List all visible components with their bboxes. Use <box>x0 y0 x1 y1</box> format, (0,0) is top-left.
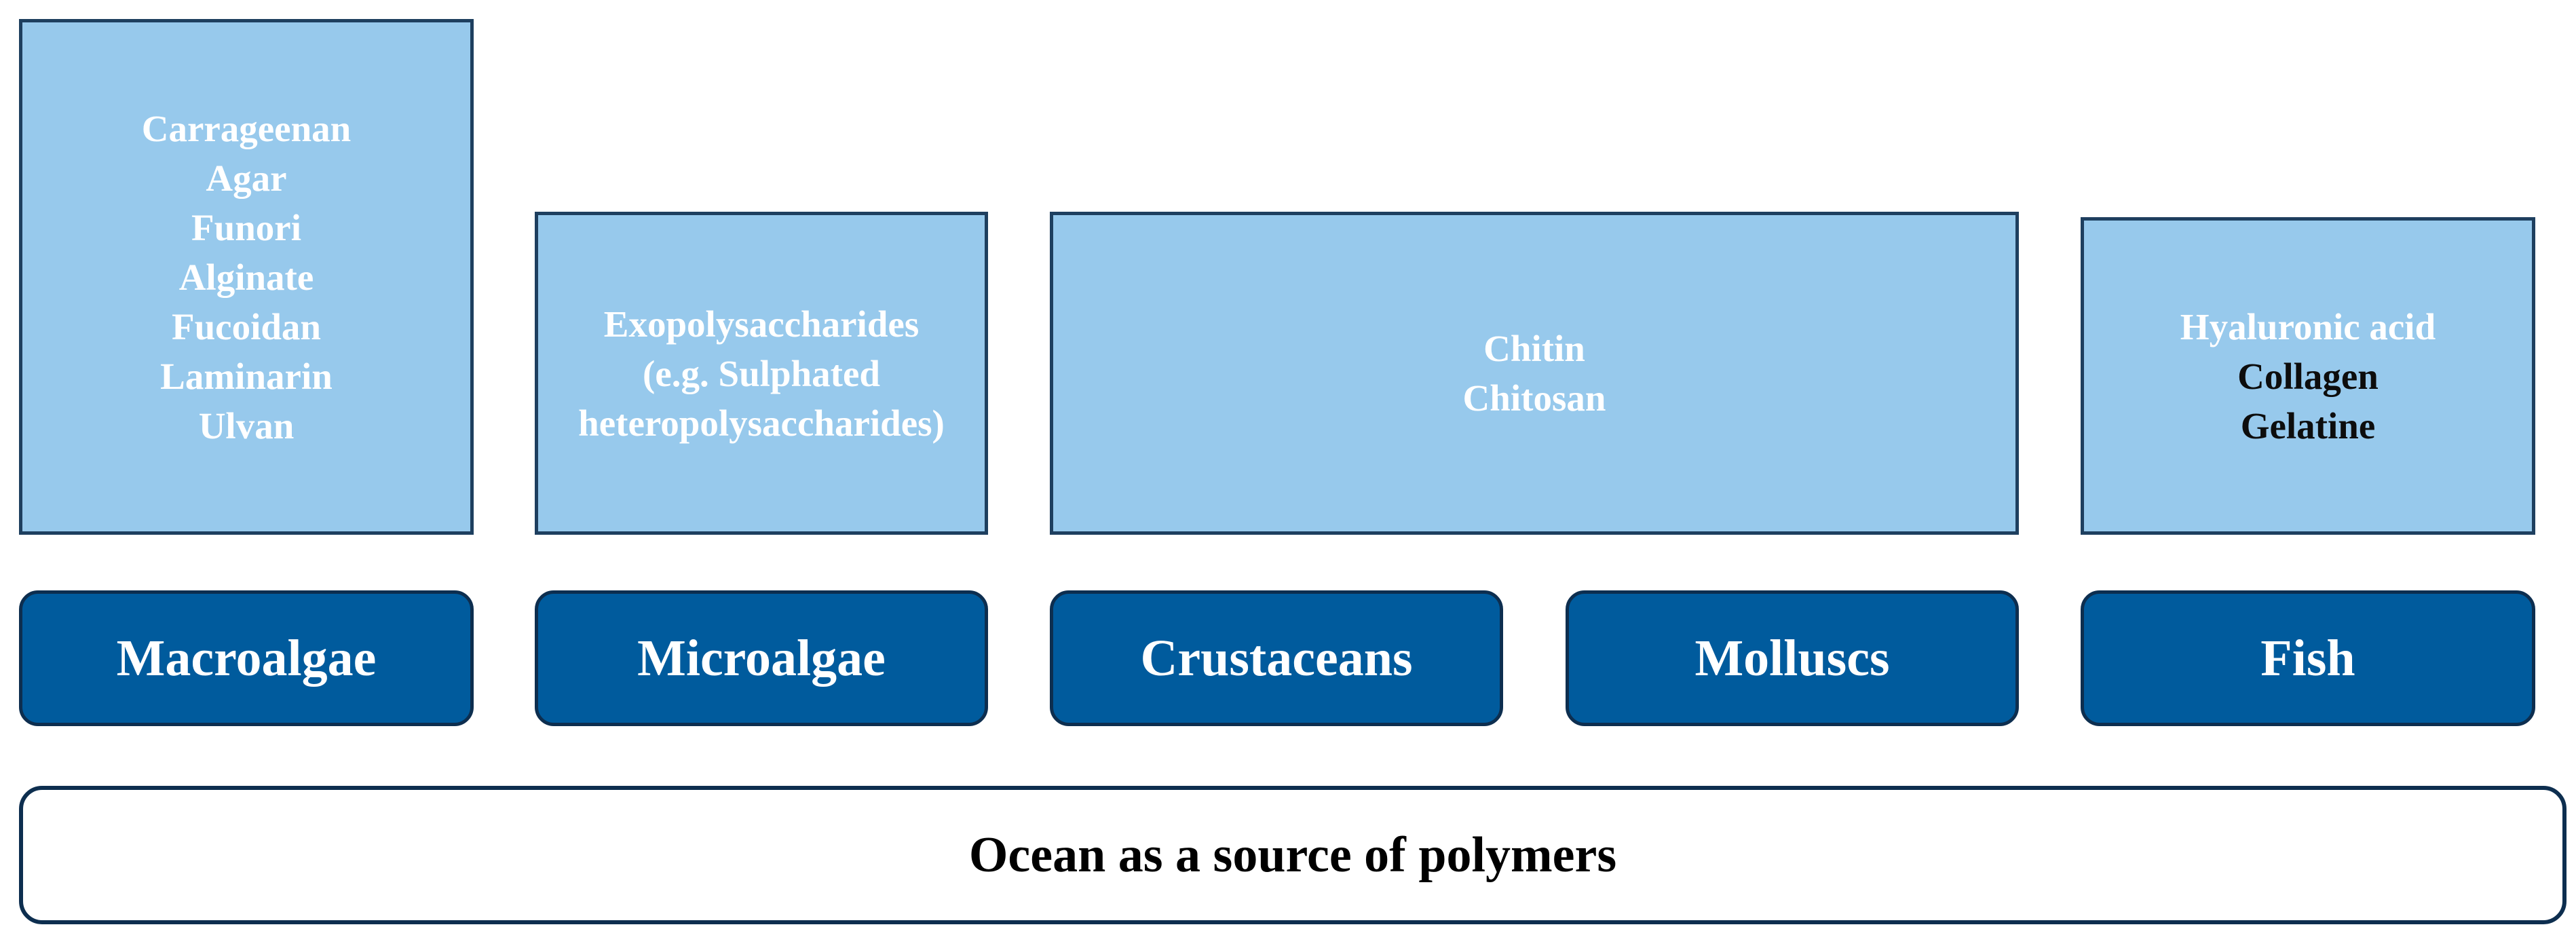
crustaceans-molluscs-polymers-box: Chitin Chitosan <box>1050 212 2019 535</box>
polymer-label: Funori <box>191 206 301 248</box>
polymer-label: Fucoidan <box>171 305 322 347</box>
source-label: Microalgae <box>637 629 886 687</box>
polymer-label: Carrageenan <box>141 107 352 149</box>
ocean-base-label: Ocean as a source of polymers <box>968 827 1617 883</box>
polymer-label: Chitin <box>1483 328 1585 369</box>
source-fish: Fish <box>2081 590 2535 726</box>
microalgae-polymers-box: Exopolysaccharides (e.g. Sulphated heter… <box>535 212 988 535</box>
polymer-label: (e.g. Sulphated <box>643 352 880 394</box>
polymer-label: Agar <box>206 157 287 199</box>
source-microalgae: Microalgae <box>535 590 988 726</box>
polymer-label: Gelatine <box>2240 404 2376 447</box>
source-macroalgae: Macroalgae <box>19 590 474 726</box>
polymer-label: Ulvan <box>198 404 295 447</box>
source-molluscs: Molluscs <box>1566 590 2019 726</box>
source-label: Macroalgae <box>116 629 377 687</box>
polymer-label: Chitosan <box>1462 377 1606 419</box>
macroalgae-polymers-box: Carrageenan Agar Funori Alginate Fucoida… <box>19 19 474 535</box>
polymer-label: Hyaluronic acid <box>2180 305 2436 347</box>
source-label: Fish <box>2260 629 2355 687</box>
polymer-label: Alginate <box>178 256 314 298</box>
ocean-base-box: Ocean as a source of polymers <box>19 786 2566 924</box>
source-crustaceans: Crustaceans <box>1050 590 1503 726</box>
fish-polymers-box: Hyaluronic acid Collagen Gelatine <box>2081 217 2535 535</box>
polymer-label: heteropolysaccharides) <box>578 402 945 444</box>
source-label: Crustaceans <box>1140 629 1413 687</box>
source-label: Molluscs <box>1694 629 1890 687</box>
polymer-label: Laminarin <box>160 355 333 397</box>
polymer-label: Exopolysaccharides <box>603 303 920 345</box>
polymer-label: Collagen <box>2237 355 2379 397</box>
